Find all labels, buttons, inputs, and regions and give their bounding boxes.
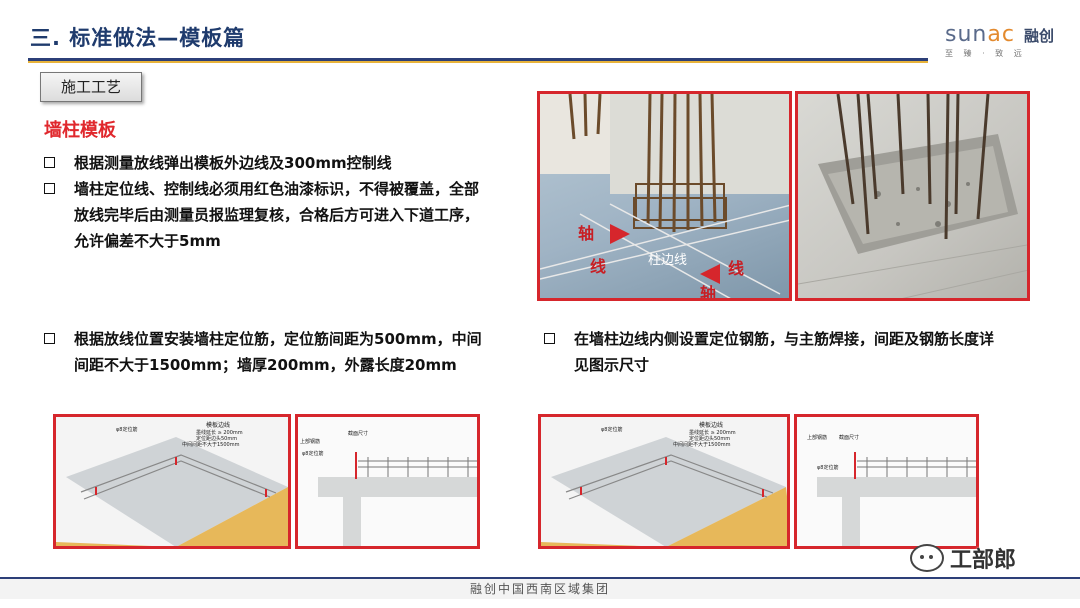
footer-bar xyxy=(0,577,1080,599)
axis-label: 线 xyxy=(590,257,606,276)
footer-text: 融创中国西南区域集团 xyxy=(469,582,610,596)
watermark-text: 工部郎 xyxy=(950,548,1017,573)
axis-label: 轴 xyxy=(578,224,594,243)
logo-word: sunac xyxy=(945,22,1015,47)
list-item: 在墙柱边线内侧设置定位钢筋，与主筋焊接，间距及钢筋长度详见图示尺寸 xyxy=(544,326,1004,378)
plan-diagram-right: 模板边线 墨线延长 ≥ 200mm 定位距边头50mm 中间间距不大于1500m… xyxy=(538,414,790,549)
diagram-label: 上部钢筋 xyxy=(300,438,320,445)
rebar-concrete-photo xyxy=(795,91,1030,301)
diagram-label: 中间间距不大于1500mm xyxy=(673,441,731,448)
company-logo: sunac 融创 至 臻 · 致 远 xyxy=(945,22,1055,66)
plan-diagram-left: 模板边线 墨线延长 ≥ 200mm 定位距边头50mm 中间间距不大于1500m… xyxy=(53,414,291,549)
diagram-label: 截面尺寸 xyxy=(839,434,859,441)
page-title: 三. 标准做法—模板篇 xyxy=(30,26,246,50)
section-subtitle: 墙柱模板 xyxy=(44,120,116,141)
checkbox-bullet-icon xyxy=(44,333,55,344)
diagram-label: φ8定位筋 xyxy=(601,426,622,433)
column-edge-label: 柱边线 xyxy=(648,253,687,268)
diagram-label: φ8定位筋 xyxy=(116,426,137,433)
diagram-label: 模板边线 xyxy=(206,421,230,429)
axis-label: 轴 xyxy=(700,284,716,301)
list-item: 墙柱定位线、控制线必须用红色油漆标识，不得被覆盖，全部放线完毕后由测量员报监理复… xyxy=(44,176,484,254)
diagram-label: 墨线延长 ≥ 200mm xyxy=(196,429,243,436)
bullet-list-mid-right: 在墙柱边线内侧设置定位钢筋，与主筋焊接，间距及钢筋长度详见图示尺寸 xyxy=(544,326,1004,378)
checkbox-bullet-icon xyxy=(44,157,55,168)
list-item: 根据放线位置安装墙柱定位筋，定位筋间距为500mm，中间间距不大于1500mm；… xyxy=(44,326,484,378)
list-item: 根据测量放线弹出模板外边线及300mm控制线 xyxy=(44,150,484,176)
title-underline xyxy=(28,58,928,61)
section-tab: 施工工艺 xyxy=(40,72,142,102)
section-diagram-left: 截面尺寸 上部钢筋 φ8定位筋 xyxy=(295,414,480,549)
bullet-list-top: 根据测量放线弹出模板外边线及300mm控制线 墙柱定位线、控制线必须用红色油漆标… xyxy=(44,150,484,254)
rebar-axis-photo: 轴 线 柱边线 轴 线 xyxy=(537,91,792,301)
diagram-label: 中间间距不大于1500mm xyxy=(182,441,240,448)
section-diagram-right: 上部钢筋 截面尺寸 φ8定位筋 xyxy=(794,414,979,549)
diagram-label: φ8定位筋 xyxy=(817,464,838,471)
logo-tagline: 至 臻 · 致 远 xyxy=(945,49,1026,58)
watermark: 工部郎 xyxy=(910,542,1016,574)
wechat-icon xyxy=(910,544,944,572)
diagram-label: 截面尺寸 xyxy=(348,430,368,437)
checkbox-bullet-icon xyxy=(544,333,555,344)
checkbox-bullet-icon xyxy=(44,183,55,194)
logo-chinese: 融创 xyxy=(1024,27,1055,45)
diagram-label: 定位距边头50mm xyxy=(689,435,730,442)
diagram-label: 定位距边头50mm xyxy=(196,435,237,442)
title-underline-accent xyxy=(28,61,928,63)
diagram-label: 墨线延长 ≥ 200mm xyxy=(689,429,736,436)
axis-label: 线 xyxy=(728,259,744,278)
bullet-list-mid-left: 根据放线位置安装墙柱定位筋，定位筋间距为500mm，中间间距不大于1500mm；… xyxy=(44,326,484,378)
diagram-label: 模板边线 xyxy=(699,421,723,429)
diagram-label: φ8定位筋 xyxy=(302,450,323,457)
diagram-label: 上部钢筋 xyxy=(807,434,827,441)
